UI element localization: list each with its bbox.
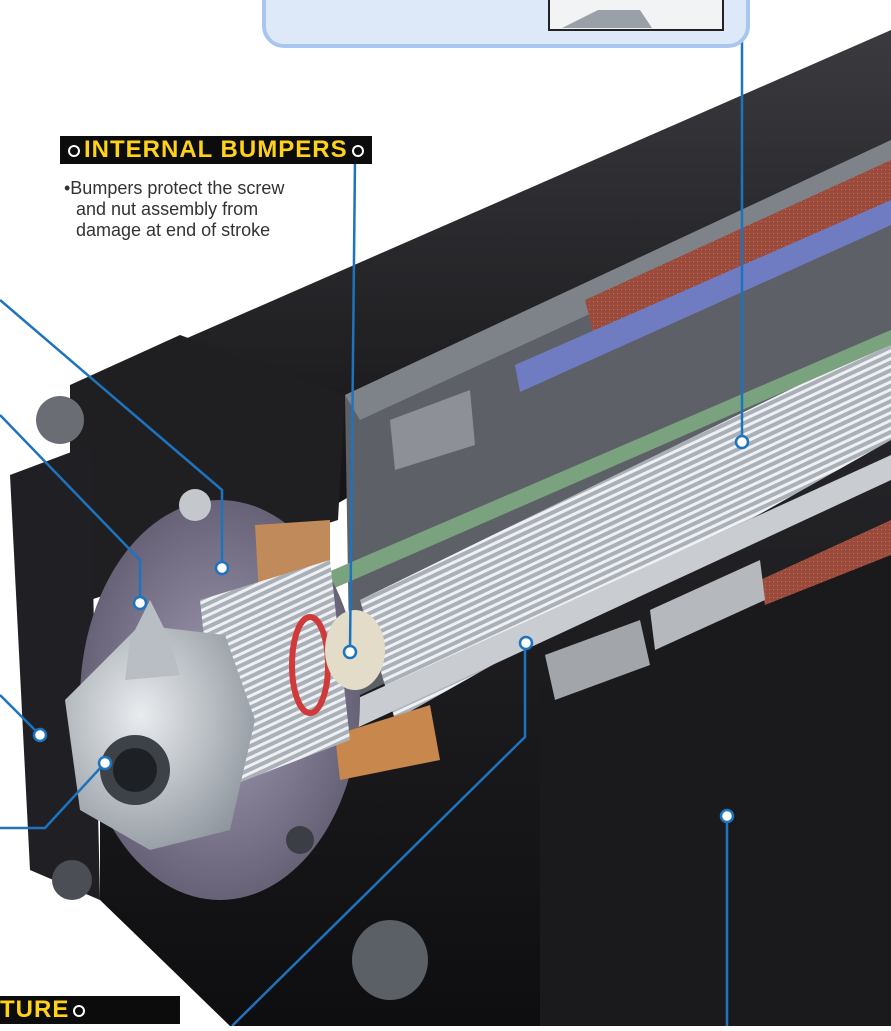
inset-photo-overlay (548, 0, 724, 31)
brake-pad-upper (585, 160, 891, 340)
desc-line-3: damage at end of stroke (76, 220, 271, 240)
dot-bumper (342, 644, 358, 660)
rod-end-bore (113, 748, 157, 792)
bottom-feature-heading: TURE (0, 996, 180, 1024)
leader-end-dots (32, 434, 750, 824)
internal-bumpers-description: •Bumpers protect the screw and nut assem… (64, 178, 284, 241)
brake-pad-lower (760, 520, 891, 605)
bottom-feature-title: TURE (0, 996, 70, 1023)
tube-wall-upper (240, 330, 891, 625)
leader-rod-end (0, 764, 104, 830)
dot-housing (719, 808, 735, 824)
carriage-block-lower (545, 620, 650, 700)
grease-fitting (125, 600, 180, 680)
bolt-flange-lower (286, 826, 314, 854)
internal-bumpers-title: INTERNAL BUMPERS (84, 136, 348, 163)
leader-upper-left (0, 299, 224, 565)
carriage-plate (650, 560, 765, 650)
dot-grease (132, 595, 148, 611)
heading-bullet-icon (68, 144, 80, 157)
bolt-left-lower (52, 860, 92, 900)
bottom-heading-dot-icon (73, 1004, 86, 1017)
dot-left-block (32, 727, 48, 743)
bronze-bearing (335, 705, 440, 780)
heading-end-dot-icon (351, 144, 364, 157)
dot-tube (518, 635, 534, 651)
cavity-wall (345, 140, 891, 420)
dot-screw (734, 434, 750, 450)
carriage-block-upper (390, 390, 475, 470)
internal-bumpers-heading: INTERNAL BUMPERS (60, 136, 372, 164)
desc-line-1: •Bumpers protect the screw (64, 178, 285, 198)
bolt-upper-left (36, 396, 84, 444)
guide-strip (515, 200, 891, 392)
leader-grease (0, 414, 142, 600)
bolt-flange (179, 489, 211, 521)
leader-left-block (0, 694, 39, 734)
bolt-bottom (352, 920, 428, 1000)
leader-tube (231, 645, 527, 1027)
tube-wall-lower (310, 455, 891, 745)
lead-screw (360, 340, 891, 720)
desc-line-2: and nut assembly from (76, 199, 259, 219)
dot-upper-left (214, 560, 230, 576)
dot-rod-end (97, 755, 113, 771)
